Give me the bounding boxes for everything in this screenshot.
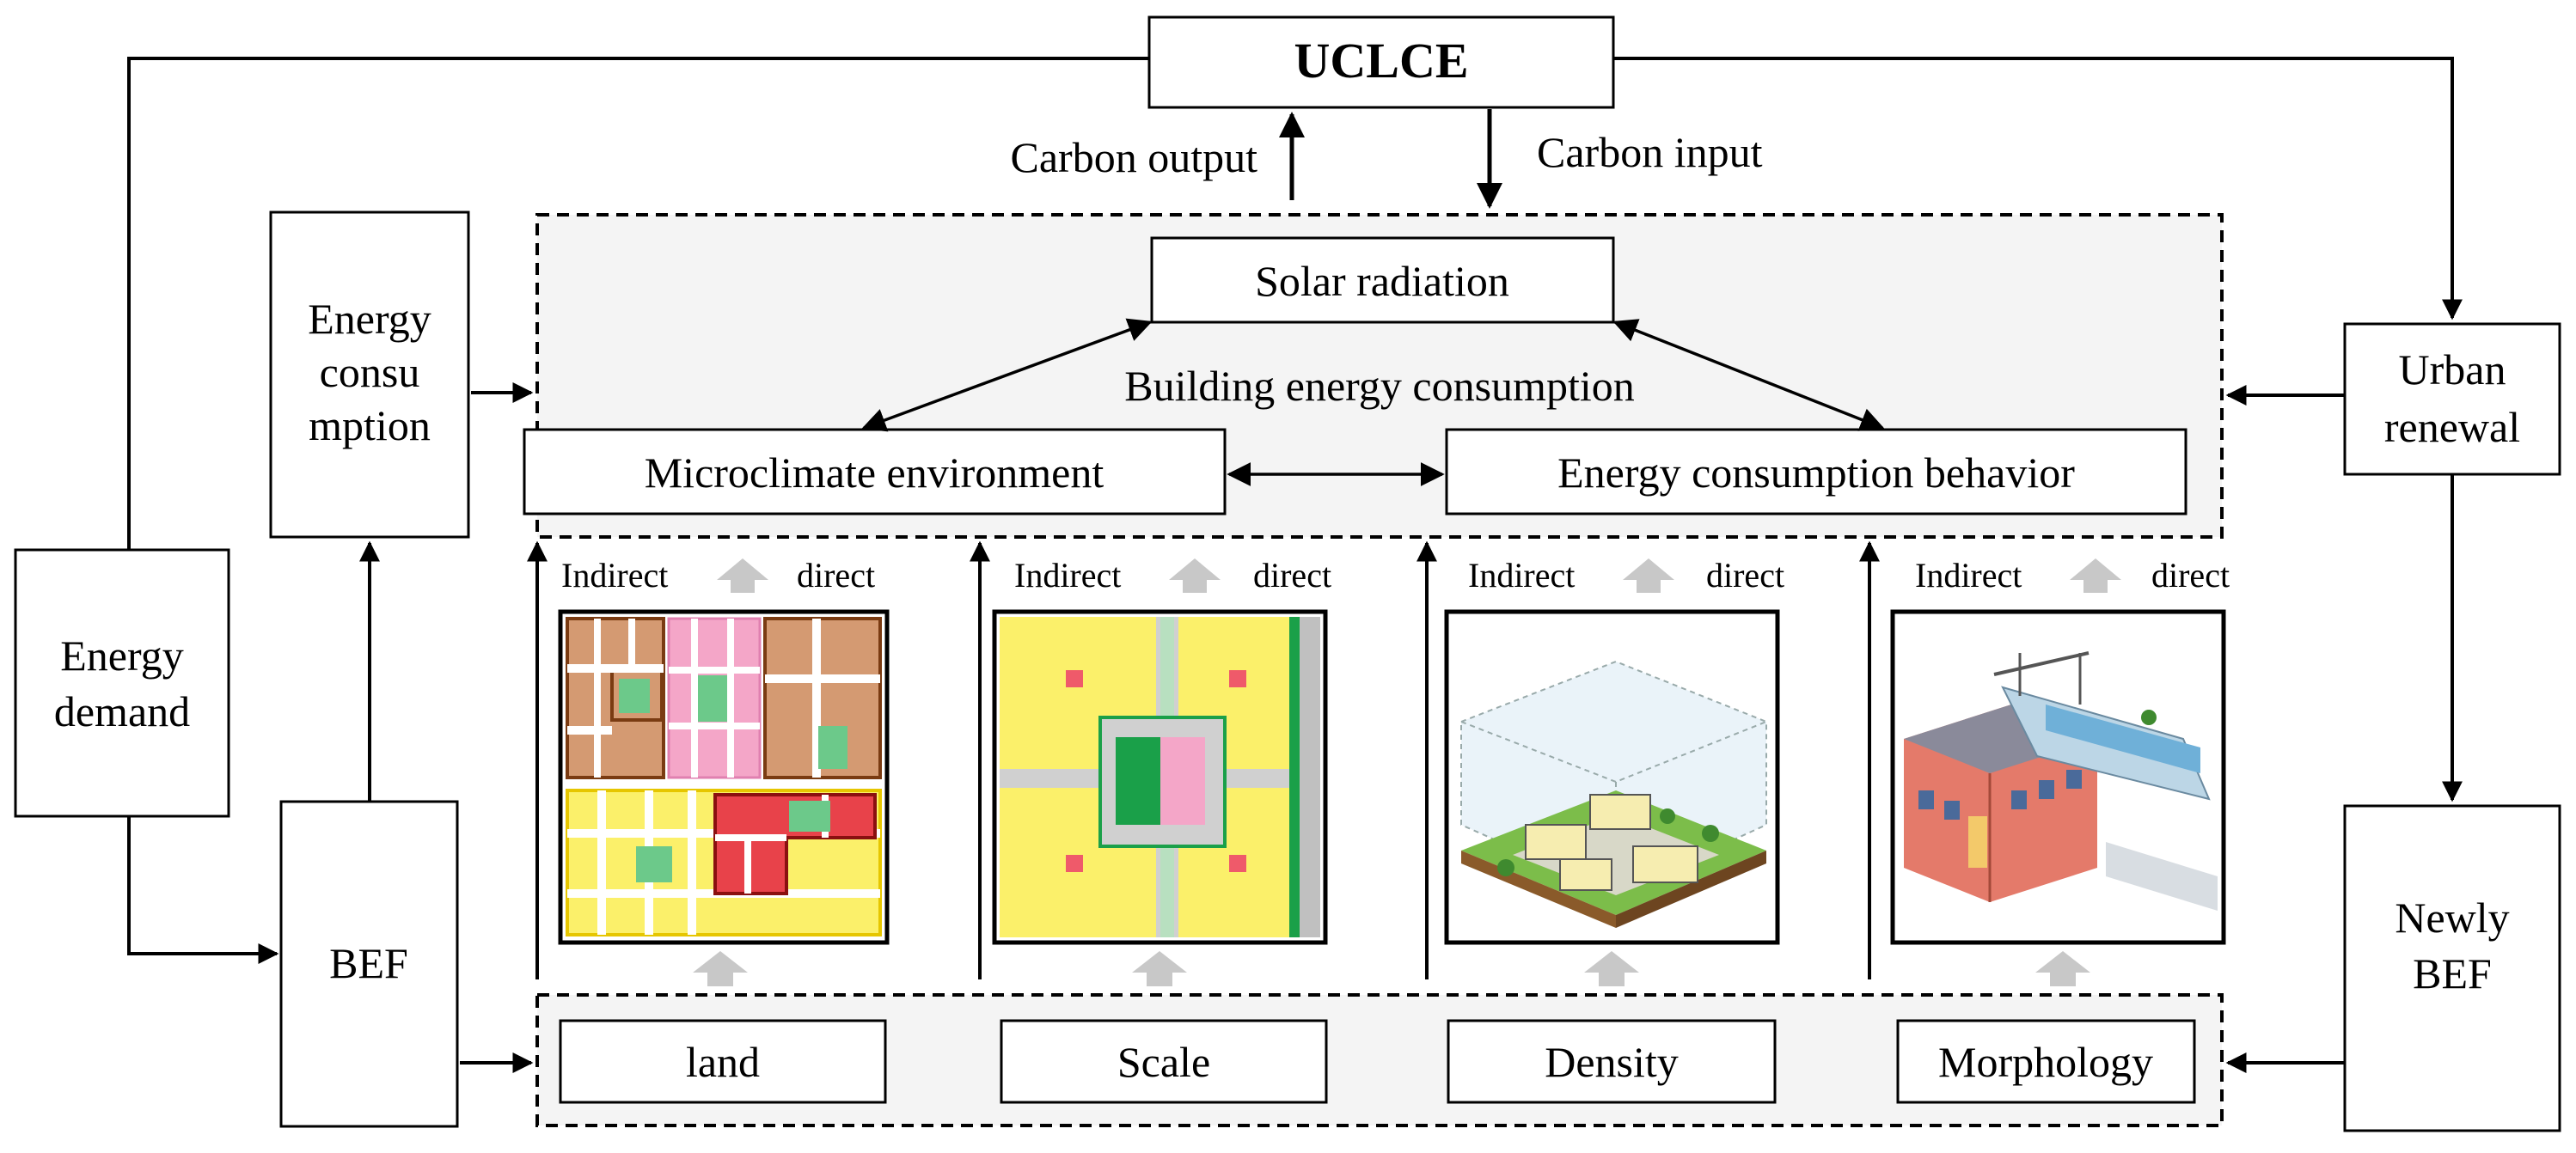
gray-up-arrow-morphology [2035,951,2090,986]
gray-up-arrow [717,558,768,593]
energy-demand-line-2: demand [54,687,190,735]
energy-consumption-line-3: mption [309,401,431,449]
density-illustration [1444,609,1780,945]
energy-consumption-box [269,210,470,539]
factor-label-row-morphology: Indirect direct [1915,556,2230,595]
morphology-illustration [1890,609,2226,945]
direct-label: direct [797,556,875,595]
solar-radiation-box [1150,236,1615,324]
direct-label: direct [2151,556,2230,595]
behavior-box [1445,428,2187,515]
building-energy-label: Building energy consumption [1124,362,1634,410]
factor-box-morphology [1896,1019,2196,1104]
urban-renewal-box [2343,322,2561,476]
gray-up-arrow-scale [1132,951,1187,986]
carbon-input-label: Carbon input [1537,128,1763,176]
factor-label-row-scale: Indirect direct [1014,556,1331,595]
uclce-label: UCLCE [1294,33,1468,88]
factor-label-land: land [686,1038,760,1086]
bef-label: BEF [329,939,408,987]
factor-box-scale [1000,1019,1328,1104]
indirect-label: Indirect [1014,556,1121,595]
indirect-label: Indirect [1915,556,2022,595]
behavior-label: Energy consumption behavior [1557,448,2075,497]
gray-up-arrow [1623,558,1674,593]
indirect-label: Indirect [561,556,668,595]
energy-consumption-line-2: consu [320,348,420,396]
land-use-illustration [558,609,890,945]
newly-bef-line-2: BEF [2413,949,2492,997]
factor-label-density: Density [1545,1038,1679,1086]
gray-up-arrow-density [1584,951,1639,986]
energy-demand-line-1: Energy [60,631,183,680]
uclce-to-energy-demand-line [127,57,1149,550]
factor-label-row-land: Indirect direct [561,556,875,595]
carbon-output-label: Carbon output [1011,133,1258,181]
energy-demand-box [14,548,230,818]
factor-label-morphology: Morphology [1938,1038,2153,1086]
indirect-label: Indirect [1468,556,1575,595]
direct-label: direct [1706,556,1784,595]
gray-up-arrow [1169,558,1221,593]
solar-behavior-arrow [1612,319,1885,431]
factor-box-land [559,1019,887,1104]
gray-up-arrow-land [693,951,748,986]
urban-renewal-line-1: Urban [2399,345,2506,393]
scale-illustration [992,609,1328,945]
uclce-box [1147,15,1615,109]
solar-radiation-label: Solar radiation [1255,257,1509,305]
uclce-to-urban-renewal-line [1613,57,2463,320]
gray-up-arrow [2070,558,2121,593]
direct-label: direct [1253,556,1331,595]
factor-label-row-density: Indirect direct [1468,556,1784,595]
newly-bef-box [2343,804,2561,1132]
energy-consumption-line-1: Energy [308,295,431,343]
newly-bef-line-1: Newly [2395,894,2509,942]
microclimate-label: Microclimate environment [645,448,1104,497]
urban-renewal-line-2: renewal [2384,403,2520,451]
factor-box-density [1447,1019,1777,1104]
solar-micro-arrow [861,318,1153,432]
factor-label-scale: Scale [1117,1038,1210,1086]
